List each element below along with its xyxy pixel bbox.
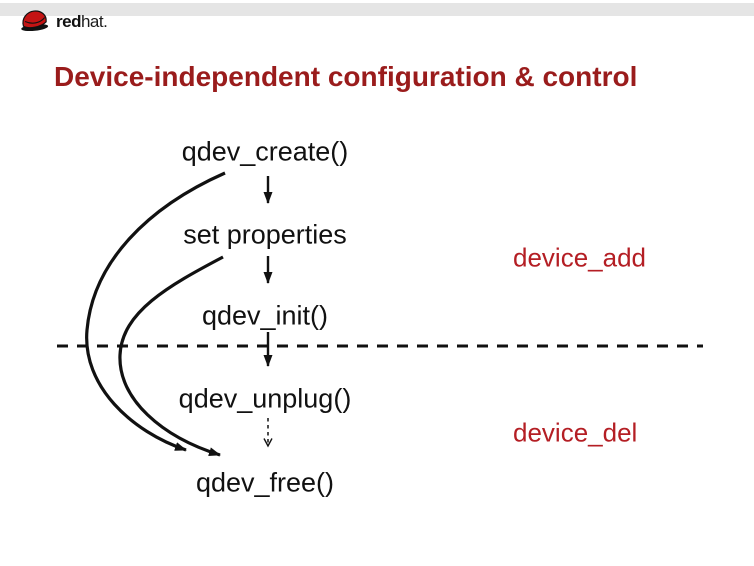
node-qdev-init: qdev_init() [201, 300, 329, 331]
label-device-add: device_add [513, 242, 646, 273]
header-band [0, 3, 754, 16]
curve-create-to-free [85, 171, 226, 452]
node-qdev-create: qdev_create() [181, 136, 349, 167]
slide-title: Device-independent configuration & contr… [54, 61, 638, 92]
redhat-hat-icon [21, 10, 49, 32]
node-set-properties: set properties [183, 219, 347, 250]
node-qdev-unplug: qdev_unplug() [178, 383, 352, 414]
label-device-del: device_del [513, 417, 638, 448]
logo-text-hat: hat. [80, 11, 108, 31]
curve-properties-to-free [118, 255, 224, 457]
logo-text-red: red [56, 11, 81, 31]
node-qdev-free: qdev_free() [195, 467, 335, 498]
